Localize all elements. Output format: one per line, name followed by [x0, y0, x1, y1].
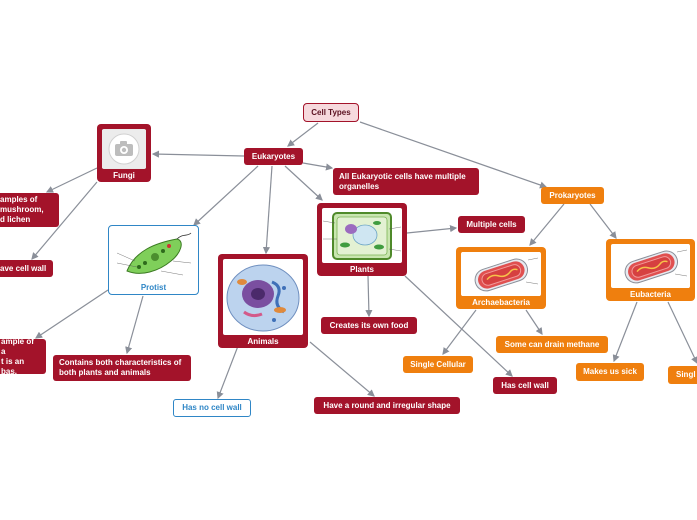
- plants-label: Plants: [349, 265, 374, 274]
- link-prokaryotes-archae: [529, 203, 565, 246]
- link-eubac-sick: [612, 301, 638, 363]
- root-node[interactable]: Cell Types: [303, 103, 359, 122]
- prokaryotes-node[interactable]: Prokaryotes: [541, 187, 604, 204]
- animals-shape-node[interactable]: Have a round and irregular shape: [314, 397, 460, 414]
- plants-wall-node[interactable]: Has cell wall: [493, 377, 557, 394]
- link-eukaryotes-plants: [284, 165, 323, 201]
- plants-multiple-node[interactable]: Multiple cells: [458, 216, 525, 233]
- eukaryotic-organelles-node[interactable]: All Eukaryotic cells have multiple organ…: [333, 168, 479, 195]
- eukaryotic-organelles-text: All Eukaryotic cells have multiple organ…: [339, 171, 466, 191]
- link-eukaryotes-protist: [193, 165, 259, 226]
- eubacteria-node[interactable]: Eubacteria: [606, 239, 695, 301]
- bacterium-icon: [611, 244, 690, 288]
- link-archae-methane: [525, 309, 543, 335]
- eubacteria-label: Eubacteria: [630, 290, 671, 299]
- protist-both-text: Contains both characteristics of both pl…: [59, 358, 182, 377]
- fungi-node[interactable]: Fungi: [97, 124, 151, 182]
- link-root-prokaryotes: [359, 121, 548, 189]
- link-plants-food: [365, 275, 373, 318]
- link-animals-shape: [309, 341, 375, 397]
- link-fungi-wall: [31, 181, 98, 260]
- animal-cell-icon: [223, 259, 303, 335]
- eukaryotes-node[interactable]: Eukaryotes: [244, 148, 303, 165]
- link-prokaryotes-eubac: [589, 203, 617, 239]
- archae-methane-node[interactable]: Some can drain methane: [496, 336, 608, 353]
- plants-food-node[interactable]: Creates its own food: [321, 317, 417, 334]
- link-animals-nowall: [216, 345, 239, 400]
- link-eubac-single: [667, 301, 697, 365]
- protist-example-node[interactable]: ample of a t is an bas.: [0, 337, 46, 376]
- link-archae-single: [442, 309, 477, 355]
- plants-node[interactable]: Plants: [317, 203, 407, 276]
- plant-cell-icon: [322, 208, 402, 263]
- link-plants-multiple: [406, 225, 458, 234]
- link-eukaryotes-organelles: [302, 162, 334, 171]
- protist-label: Protist: [140, 283, 167, 292]
- camera-placeholder-icon: [102, 129, 146, 169]
- bacterium-icon: [461, 252, 541, 296]
- animals-label: Animals: [247, 337, 279, 346]
- protist-cell-icon: [114, 231, 193, 281]
- protist-both-node[interactable]: Contains both characteristics of both pl…: [53, 355, 191, 381]
- archaebacteria-node[interactable]: Archaebacteria: [456, 247, 546, 309]
- link-protist-both: [125, 295, 144, 355]
- link-plants-wall: [404, 275, 513, 377]
- fungi-label: Fungi: [113, 171, 135, 180]
- eubac-sick-node[interactable]: Makes us sick: [576, 363, 644, 381]
- animals-nowall-node[interactable]: Has no cell wall: [173, 399, 251, 417]
- protist-node[interactable]: Protist: [108, 225, 199, 295]
- archaebacteria-label: Archaebacteria: [472, 298, 530, 307]
- link-fungi-examples: [45, 167, 98, 193]
- link-eukaryotes-animals: [262, 165, 273, 255]
- archae-single-node[interactable]: Single Cellular: [403, 356, 473, 373]
- link-root-eukaryotes: [287, 122, 319, 147]
- link-eukaryotes-fungi: [151, 150, 245, 158]
- link-protist-example: [35, 289, 109, 339]
- fungi-wall-node[interactable]: ave cell wall: [0, 260, 53, 277]
- animals-node[interactable]: Animals: [218, 254, 308, 348]
- fungi-examples-node[interactable]: amples of mushroom, d lichen: [0, 193, 59, 227]
- eubac-single-node[interactable]: Singl: [668, 366, 697, 384]
